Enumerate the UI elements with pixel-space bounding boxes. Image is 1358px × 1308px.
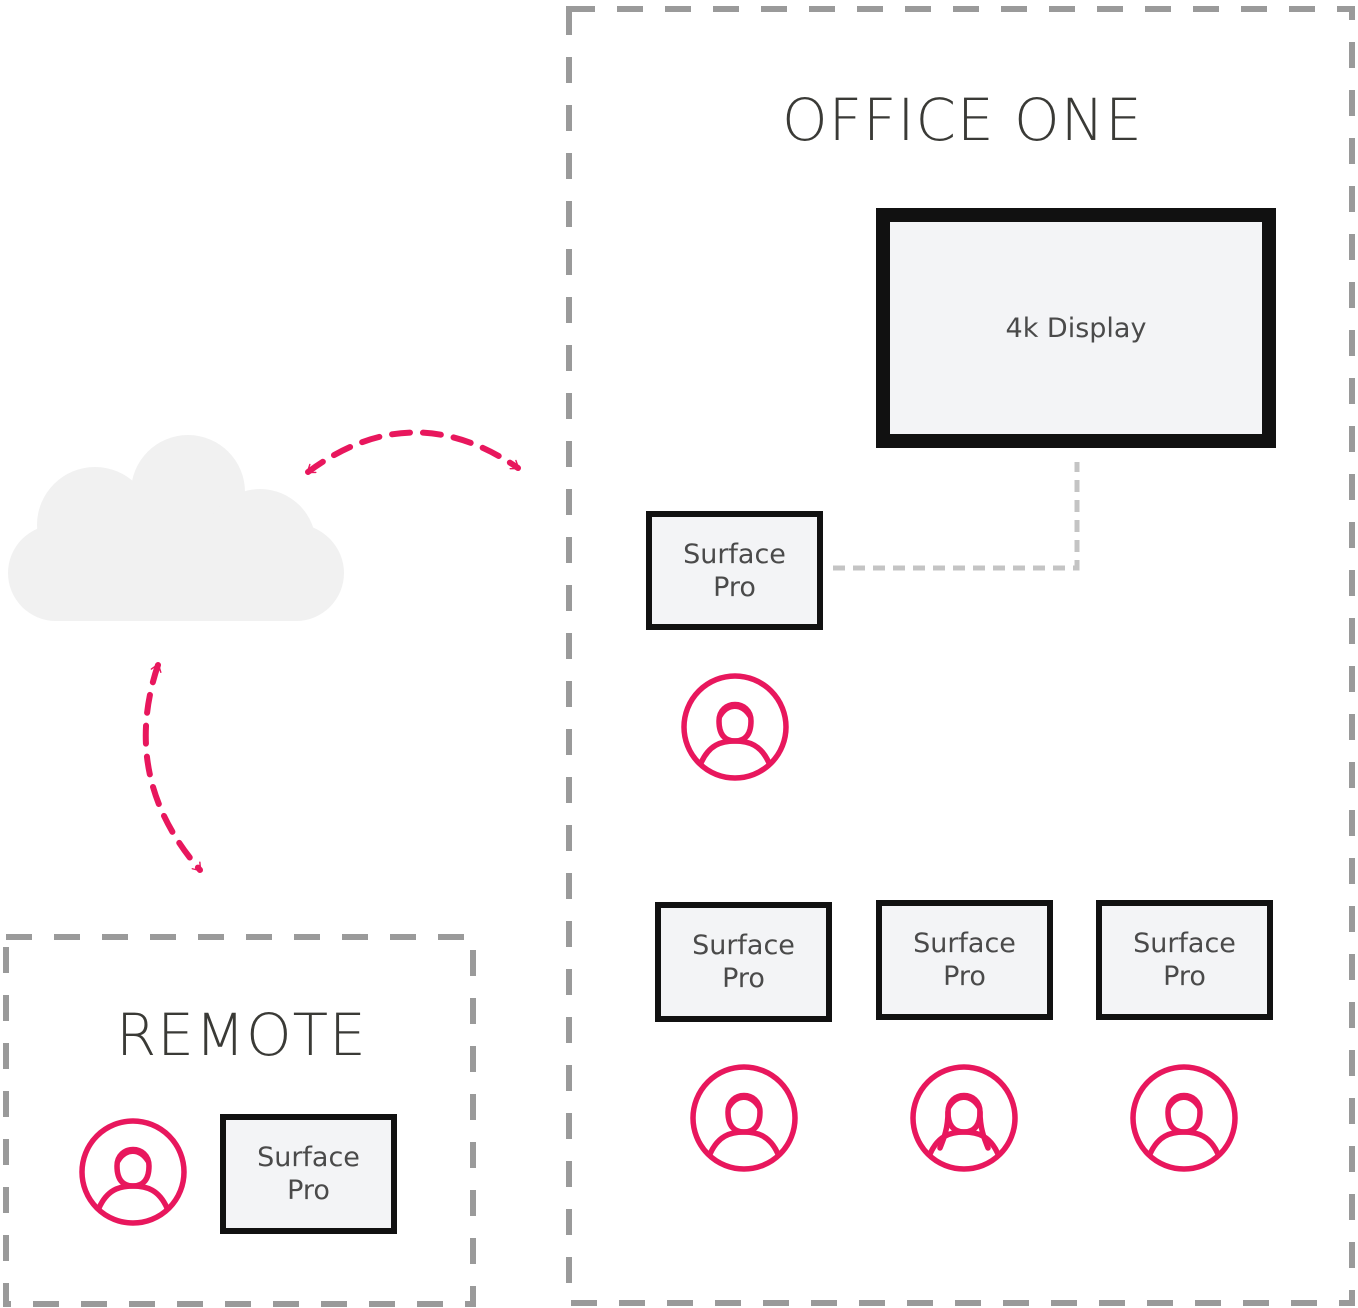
cloud-icon [8, 435, 344, 621]
display-4k: 4k Display [876, 208, 1276, 448]
user-avatar-icon [79, 1118, 187, 1226]
office-zone-border [566, 6, 1355, 1306]
surface-pro-device: Surface Pro [655, 902, 832, 1022]
remote-zone-title: REMOTE [116, 1001, 367, 1069]
user-avatar-icon [681, 673, 789, 781]
user-avatar-female-icon [910, 1064, 1018, 1172]
surface-pro-device: Surface Pro [220, 1114, 397, 1234]
surface-pro-device: Surface Pro [876, 900, 1053, 1020]
surface-pro-label: Surface Pro [683, 538, 786, 603]
display-connection-line [833, 462, 1080, 571]
office-zone-title: OFFICE ONE [782, 86, 1143, 154]
cloud-remote-sync-arrow [142, 662, 203, 873]
user-avatar-icon [1130, 1064, 1238, 1172]
surface-pro-label: Surface Pro [692, 930, 795, 994]
display-label: 4k Display [1005, 312, 1147, 344]
remote-zone-border [3, 934, 476, 1307]
surface-pro-label: Surface Pro [913, 928, 1016, 992]
surface-pro-label: Surface Pro [257, 1142, 360, 1206]
surface-pro-label: Surface Pro [1133, 928, 1236, 992]
surface-pro-device: Surface Pro [646, 511, 823, 630]
cloud-office-sync-arrow [305, 429, 521, 475]
user-avatar-icon [690, 1064, 798, 1172]
surface-pro-device: Surface Pro [1096, 900, 1273, 1020]
